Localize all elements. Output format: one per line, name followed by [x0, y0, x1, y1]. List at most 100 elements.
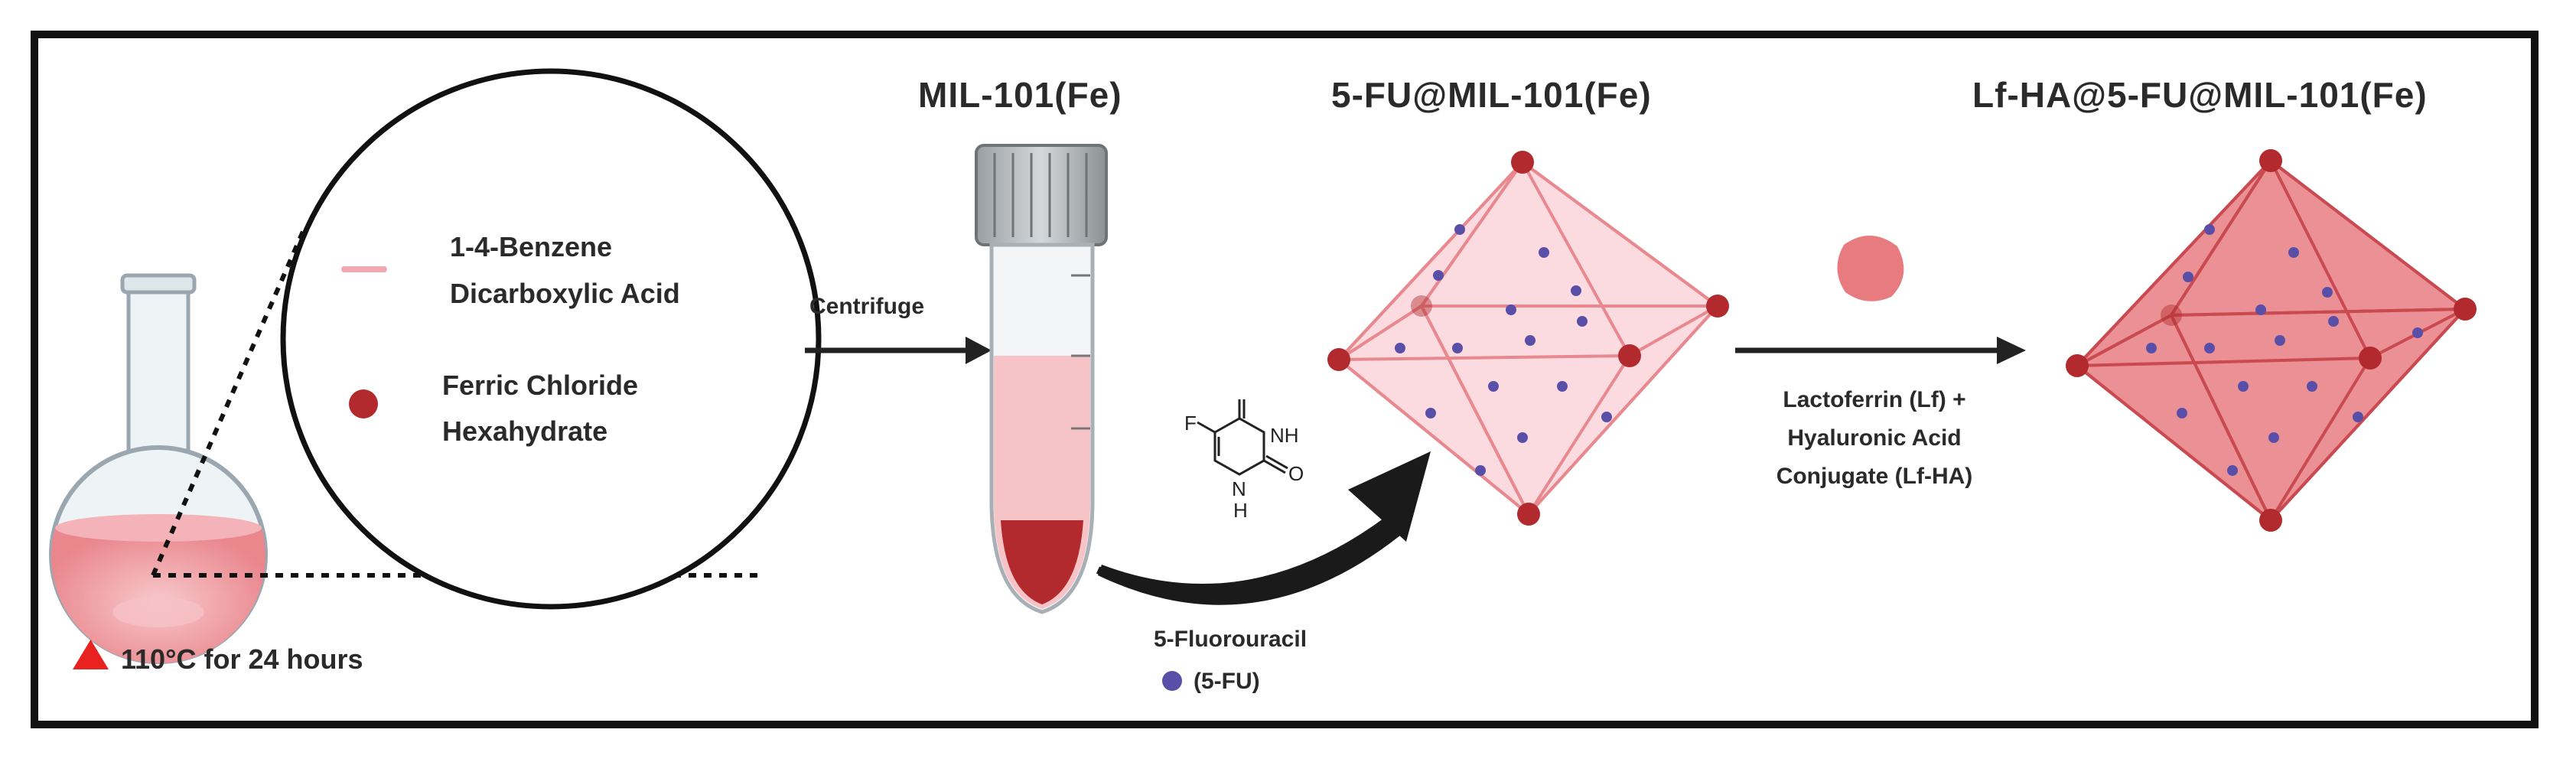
drug-dot [2322, 287, 2333, 298]
octahedron-edge [2076, 314, 2172, 367]
octahedron-edge [2171, 308, 2466, 317]
coating-step: Lactoferrin (Lf) + Hyaluronic Acid Conju… [1735, 235, 2026, 489]
octahedron-edge [1337, 358, 1530, 516]
drug-dot [2238, 381, 2249, 392]
iron-node [2259, 149, 2282, 172]
iron-node [1517, 503, 1540, 526]
heating-condition: 110°C for 24 hours [73, 640, 363, 675]
octahedron-edge [1420, 305, 1530, 515]
octahedron-edge [2269, 308, 2467, 522]
coat-label-line3: Conjugate (Lf-HA) [1776, 464, 1973, 489]
drug-dot [2146, 343, 2157, 353]
fu-mil-title: 5-FU@MIL-101(Fe) [1331, 75, 1652, 115]
linker-label-line2: Dicarboxylic Acid [450, 278, 680, 309]
drug-dot [1475, 465, 1486, 476]
drug-dot [2275, 335, 2285, 346]
iron-node [1327, 348, 1350, 371]
molecule-o: O [1288, 462, 1304, 485]
drug-dot [1433, 270, 1444, 281]
drug-dot [1506, 304, 1516, 315]
iron-node [1618, 344, 1641, 367]
octahedron-edge [2269, 160, 2372, 359]
drug-dot [2204, 224, 2215, 235]
drug-dot [1488, 381, 1499, 392]
drug-dot-swatch [1162, 671, 1182, 691]
molecule-h: H [1233, 499, 1248, 522]
octahedron-edge [1337, 304, 1423, 361]
octahedron-edge [2269, 159, 2467, 311]
iron-node [1706, 295, 1729, 318]
drug-dot [2307, 381, 2317, 392]
drug-dot [1395, 343, 1405, 353]
iron-node-back [1411, 295, 1432, 317]
drug-dot [1601, 412, 1612, 422]
lf-ha-particle-icon [1837, 235, 1904, 301]
drug-dot [2412, 327, 2423, 338]
linker-label-line1: 1-4-Benzene [450, 231, 612, 262]
drug-dot [2353, 412, 2363, 422]
molecule-nh: NH [1270, 424, 1299, 447]
iron-node [2066, 354, 2089, 377]
octahedron-edge [2269, 357, 2372, 522]
octahedron-edge [1521, 161, 1719, 308]
octahedron-edge [2170, 314, 2272, 521]
drug-label-line1: 5-Fluorouracil [1154, 627, 1307, 652]
drug-dot [1517, 432, 1528, 443]
iron-node [2454, 298, 2477, 321]
flask-liquid-surface [55, 514, 262, 542]
lfha-mil-title: Lf-HA@5-FU@MIL-101(Fe) [1972, 75, 2428, 115]
components-legend: 1-4-Benzene Dicarboxylic Acid Ferric Chl… [280, 68, 822, 610]
octahedron-lfha-mil: Lf-HA@5-FU@MIL-101(Fe) [1972, 75, 2477, 532]
drug-dot [1525, 335, 1536, 346]
molecule-n: N [1232, 477, 1246, 500]
flask-lip [120, 273, 197, 295]
flask-neck [126, 281, 191, 461]
drug-dot [2177, 408, 2187, 418]
drug-dot [2183, 272, 2193, 282]
drug-dot [1557, 381, 1568, 392]
drug-dot [1571, 285, 1581, 296]
flask-liquid [51, 528, 266, 664]
octahedron-edge [1337, 161, 1524, 361]
drug-dot [2268, 432, 2279, 443]
drug-dot [2204, 343, 2215, 353]
metal-label-line1: Ferric Chloride [442, 370, 638, 401]
iron-node [2259, 509, 2282, 532]
metal-label-line2: Hexahydrate [442, 415, 607, 447]
heat-triangle-icon [73, 640, 109, 669]
octahedron-edge [2076, 357, 2371, 367]
drug-loading-arrow [1096, 451, 1431, 605]
iron-node [2359, 347, 2382, 370]
centrifuge-label: Centrifuge [809, 294, 924, 319]
octahedron-edge [2076, 364, 2272, 522]
drug-label-line2: (5-FU) [1194, 669, 1260, 694]
octahedron-edge [1521, 161, 1631, 357]
drug-dot [2328, 316, 2339, 327]
drug-dot [1452, 343, 1463, 353]
octahedron-edge [1527, 354, 1631, 516]
octahedron-edge [1338, 354, 1630, 361]
drug-dot [1454, 224, 1465, 235]
heating-label: 110°C for 24 hours [121, 643, 363, 675]
mil-title: MIL-101(Fe) [918, 75, 1122, 115]
drug-dot [1577, 316, 1588, 327]
octahedron-edge [2076, 159, 2272, 367]
5-fu-molecule [1197, 399, 1288, 476]
round-bottom-flask [49, 273, 268, 664]
drug-dot [2288, 247, 2299, 258]
coat-label-line2: Hyaluronic Acid [1787, 425, 1961, 451]
centrifuge-step: Centrifuge [805, 294, 992, 364]
drug-dot [1425, 408, 1436, 418]
drug-dot [2227, 465, 2238, 476]
legend-circle [280, 68, 822, 610]
octahedron-edge [2170, 159, 2272, 317]
iron-node-back [2161, 304, 2182, 326]
zoom-lines [151, 226, 757, 578]
iron-node-swatch [349, 389, 378, 418]
drug-dot [1539, 247, 1549, 258]
octahedron-edge [1527, 304, 1719, 516]
drug-dot [2255, 304, 2266, 315]
tube-pellet [1001, 520, 1083, 604]
molecule-f: F [1184, 412, 1197, 435]
